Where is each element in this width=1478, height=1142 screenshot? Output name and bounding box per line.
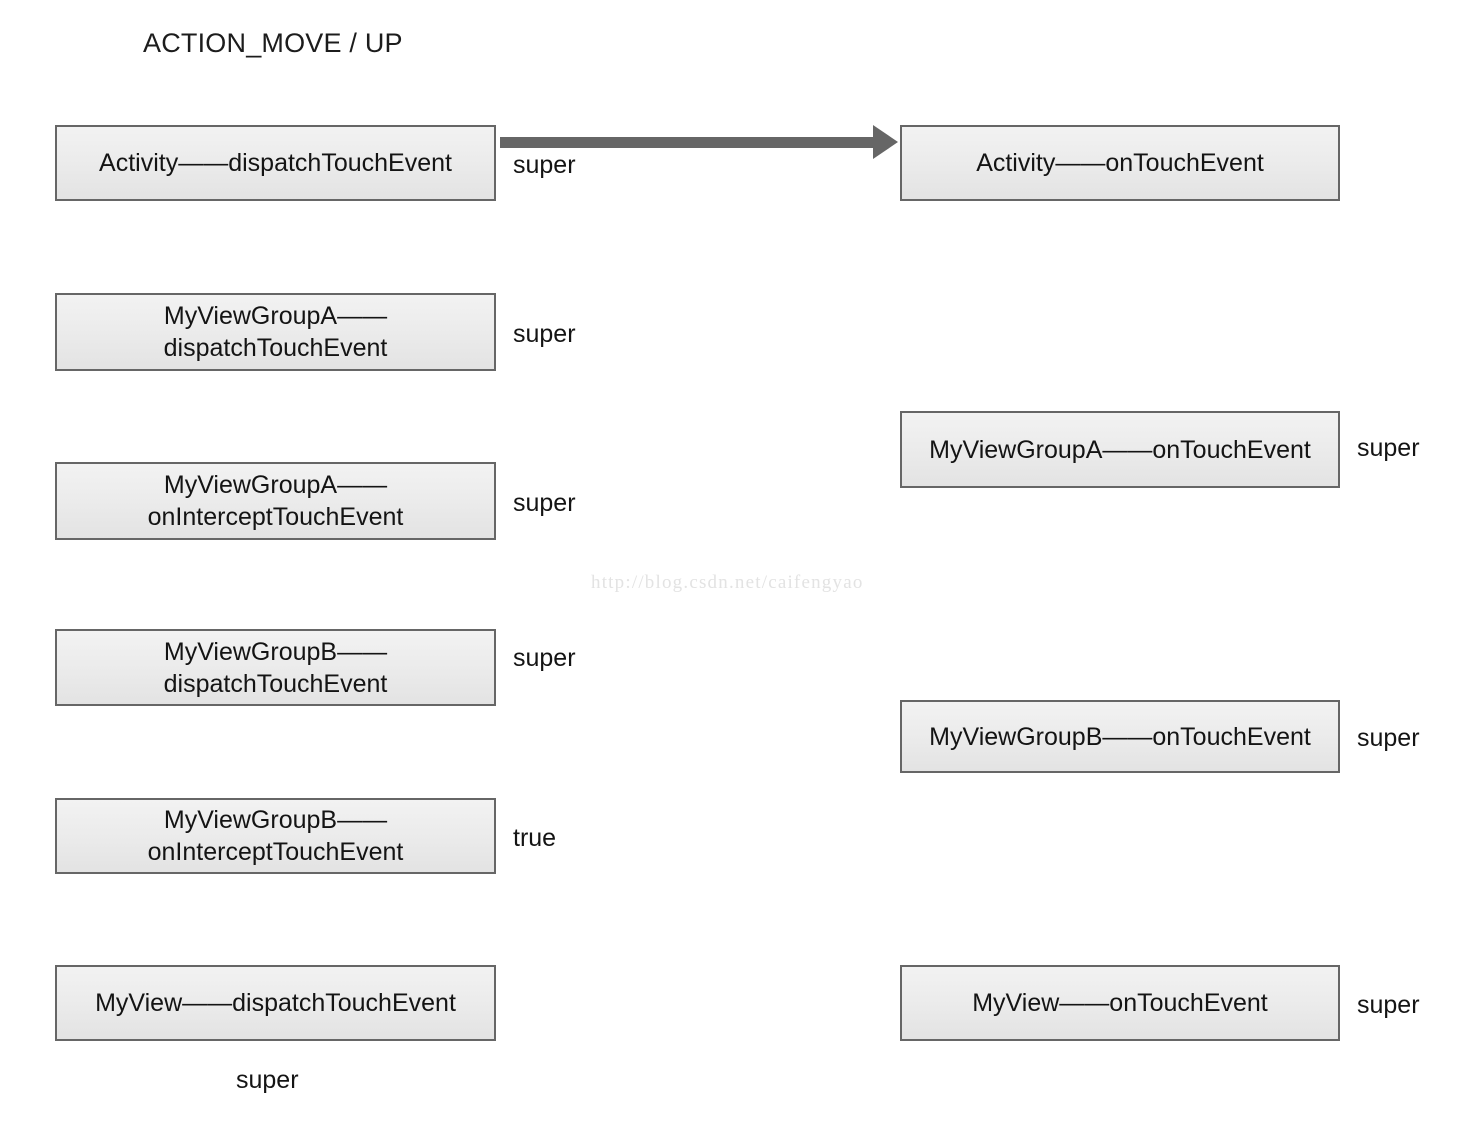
watermark: http://blog.csdn.net/caifengyao (591, 572, 864, 593)
node-label-line2: dispatchTouchEvent (163, 669, 388, 698)
edge-label-viewgroupb-onintercept-true: true (513, 824, 557, 852)
node-label-line1: MyViewGroupA——onTouchEvent (929, 435, 1311, 464)
edge-label-activity-dispatch-super: super (513, 151, 576, 179)
node-myview-ontouch[interactable]: MyView——onTouchEvent (900, 965, 1340, 1041)
node-activity-ontouch[interactable]: Activity——onTouchEvent (900, 125, 1340, 201)
node-label-line1: MyView——dispatchTouchEvent (95, 989, 456, 1017)
node-viewgroupb-ontouch[interactable]: MyViewGroupB——onTouchEvent (900, 700, 1340, 773)
node-label-line1: MyViewGroupA—— (163, 302, 388, 330)
edge-label-myview-ontouch-super: super (1357, 991, 1420, 1019)
node-viewgroupa-dispatch[interactable]: MyViewGroupA—— dispatchTouchEvent (55, 293, 496, 371)
node-label-line1: MyViewGroupB——onTouchEvent (929, 722, 1311, 751)
node-label-line2: dispatchTouchEvent (163, 334, 388, 362)
edge-label-myview-dispatch-super: super (236, 1066, 299, 1094)
node-label-line1: MyViewGroupB—— (163, 637, 388, 666)
node-label-line1: MyViewGroupA—— (163, 471, 388, 499)
node-label-line2: onInterceptTouchEvent (147, 503, 404, 531)
edge-label-viewgroupa-dispatch-super: super (513, 320, 576, 348)
node-label-line1: Activity——dispatchTouchEvent (99, 149, 452, 177)
node-label-line1: MyView——onTouchEvent (972, 989, 1268, 1017)
edge-label-viewgroupb-dispatch-super: super (513, 644, 576, 672)
arrow-head-icon (873, 125, 898, 159)
node-viewgroupb-dispatch[interactable]: MyViewGroupB—— dispatchTouchEvent (55, 629, 496, 706)
edge-label-viewgroupb-ontouch-super: super (1357, 724, 1420, 752)
edge-label-viewgroupa-onintercept-super: super (513, 489, 576, 517)
arrow-shaft (500, 137, 874, 148)
node-myview-dispatch[interactable]: MyView——dispatchTouchEvent (55, 965, 496, 1041)
edge-label-viewgroupa-ontouch-super: super (1357, 434, 1420, 462)
node-label-line1: MyViewGroupB—— (163, 806, 388, 834)
page-title: ACTION_MOVE / UP (143, 28, 403, 58)
node-activity-dispatch[interactable]: Activity——dispatchTouchEvent (55, 125, 496, 201)
node-viewgroupa-ontouch[interactable]: MyViewGroupA——onTouchEvent (900, 411, 1340, 488)
node-label-line2: onInterceptTouchEvent (147, 838, 404, 866)
node-viewgroupb-onintercept[interactable]: MyViewGroupB—— onInterceptTouchEvent (55, 798, 496, 874)
node-viewgroupa-onintercept[interactable]: MyViewGroupA—— onInterceptTouchEvent (55, 462, 496, 540)
node-label-line1: Activity——onTouchEvent (976, 149, 1264, 177)
